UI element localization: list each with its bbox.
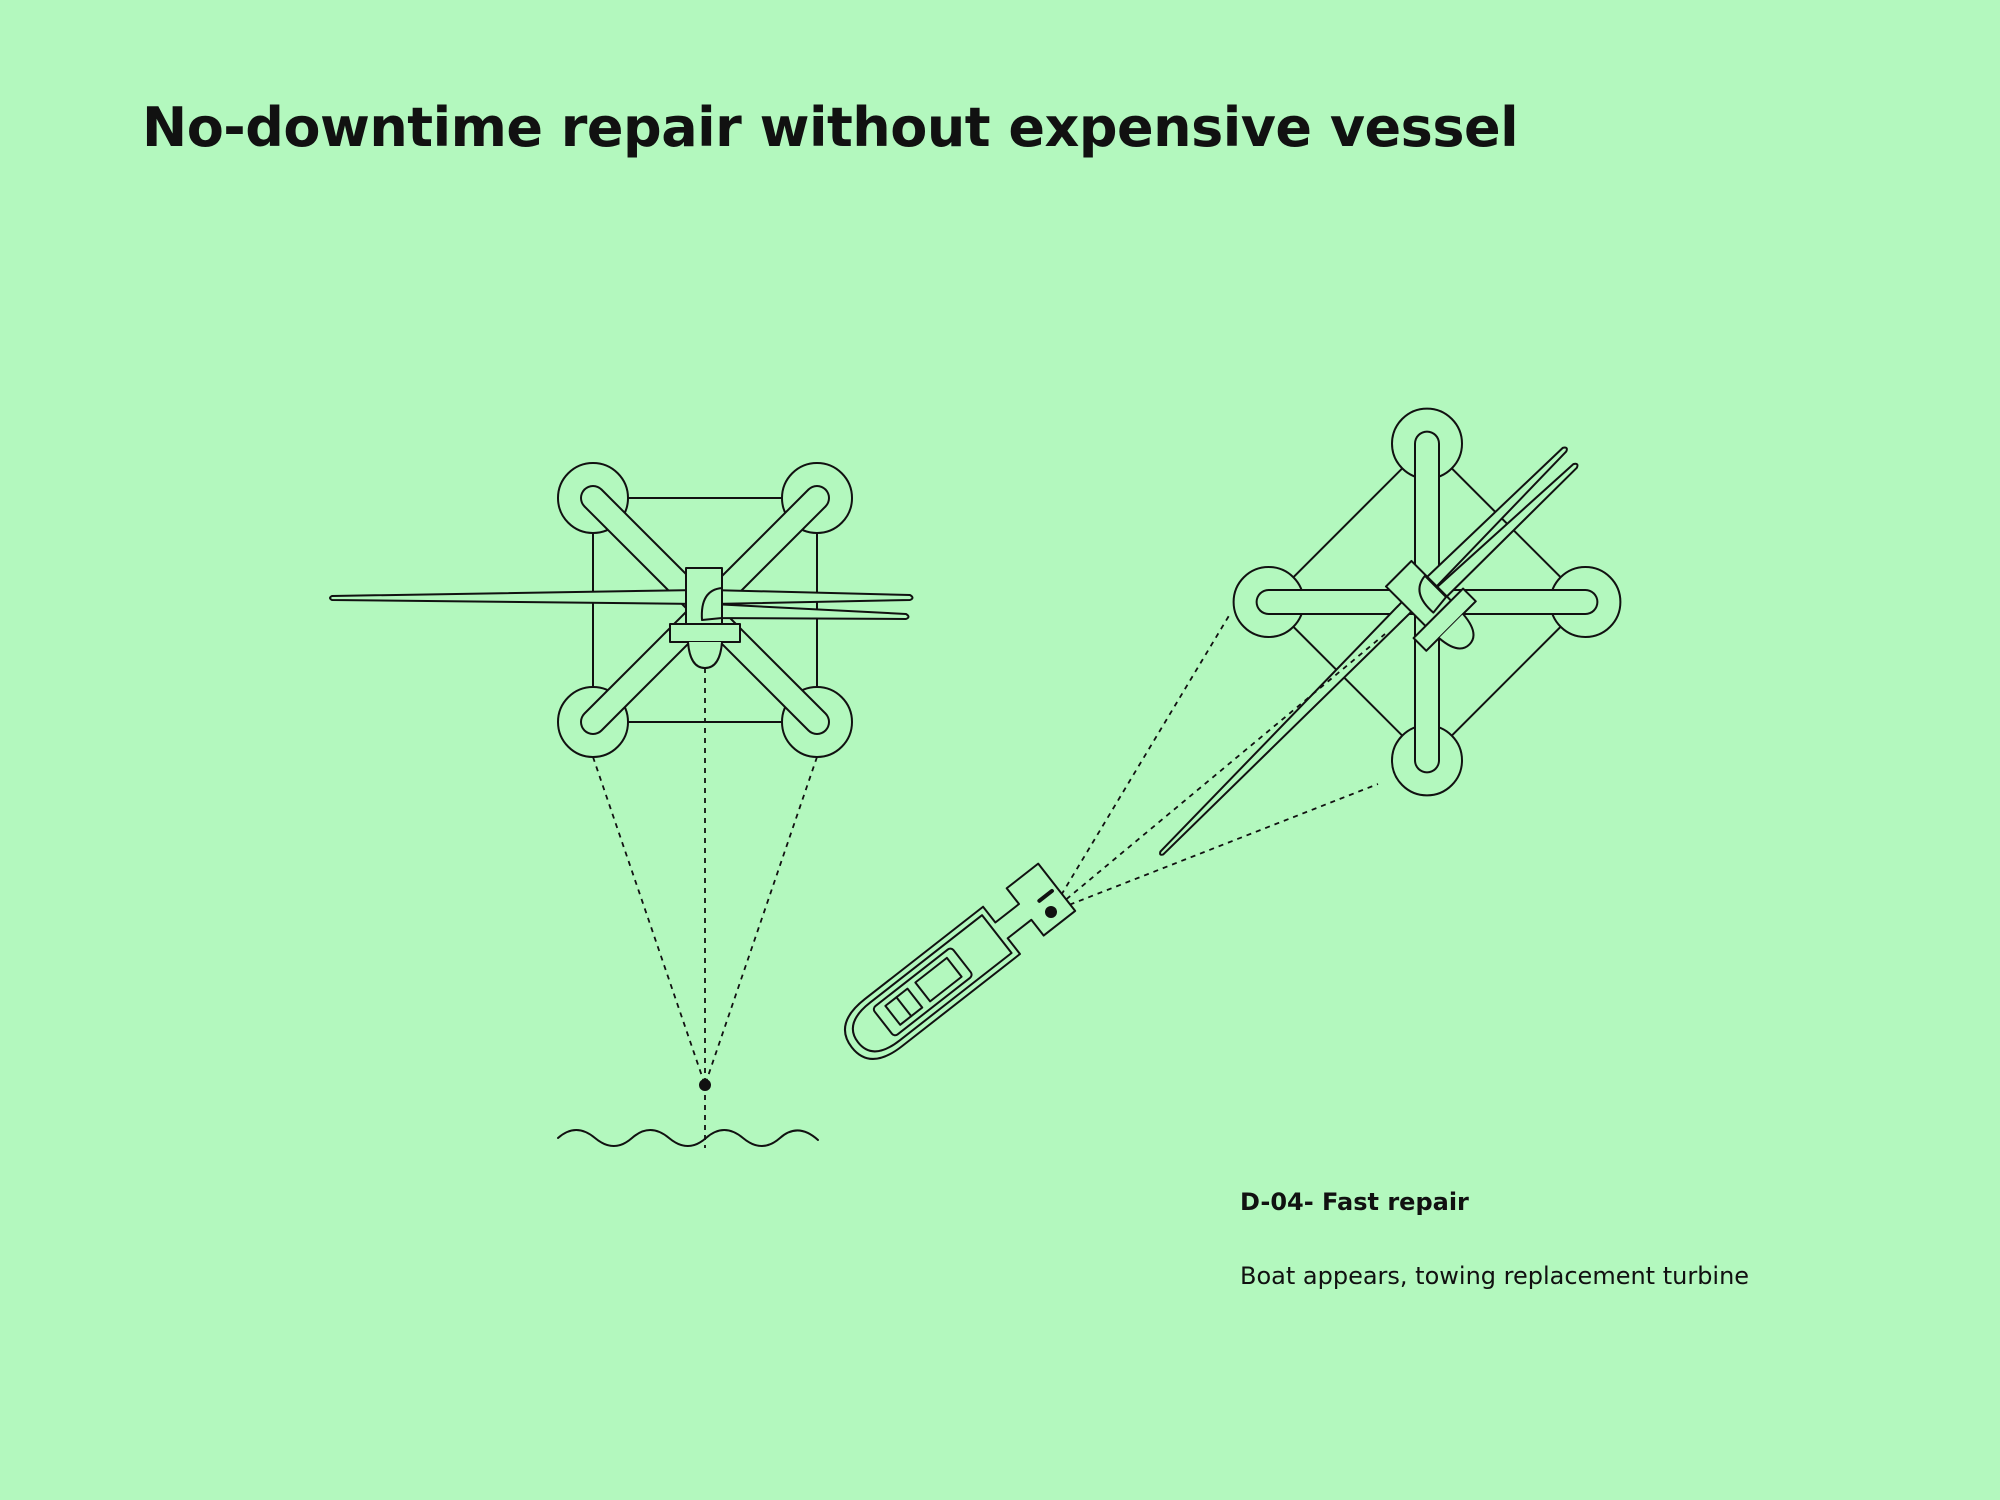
water-waves-icon [557, 1129, 819, 1147]
moored-turbine-icon [329, 462, 914, 758]
page-title: No-downtime repair without expensive ves… [142, 96, 1519, 159]
blade-right-lower [699, 603, 910, 620]
hub [700, 587, 723, 621]
anchor-point [699, 1079, 711, 1091]
towing-lines [1050, 613, 1386, 913]
replacement-turbine-icon [1159, 407, 1622, 856]
caption-description: Boat appears, towing replacement turbine [1240, 1262, 1750, 1290]
blade-right-upper [709, 589, 914, 605]
caption: D-04- Fast repair Boat appears, towing r… [1240, 1186, 1940, 1292]
tow-hook-point [1045, 906, 1057, 918]
blade-left [329, 589, 701, 605]
mooring-lines [592, 668, 818, 1148]
caption-step-title: D-04- Fast repair [1240, 1188, 1469, 1216]
tower-dome [687, 641, 723, 669]
tower-base [669, 623, 741, 643]
tug-boat-icon [843, 862, 1077, 1060]
